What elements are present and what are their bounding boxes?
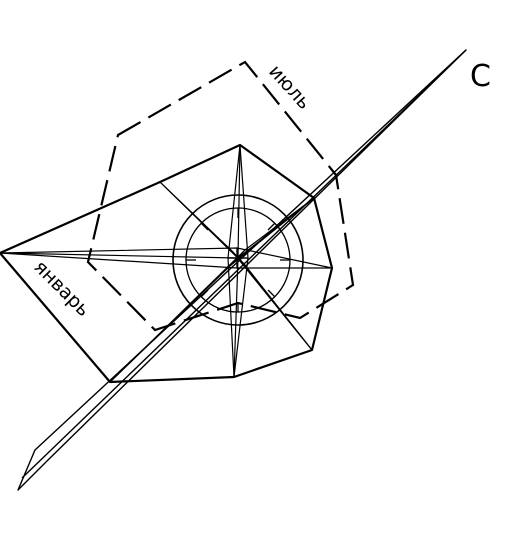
north-label: С — [470, 59, 491, 94]
july-label: июль — [264, 61, 315, 114]
july-wind-rose — [86, 60, 355, 332]
north-arrow — [17, 49, 467, 491]
compass-ticks — [186, 208, 290, 312]
january-label: январь — [29, 256, 94, 321]
compass-circles — [172, 194, 304, 326]
